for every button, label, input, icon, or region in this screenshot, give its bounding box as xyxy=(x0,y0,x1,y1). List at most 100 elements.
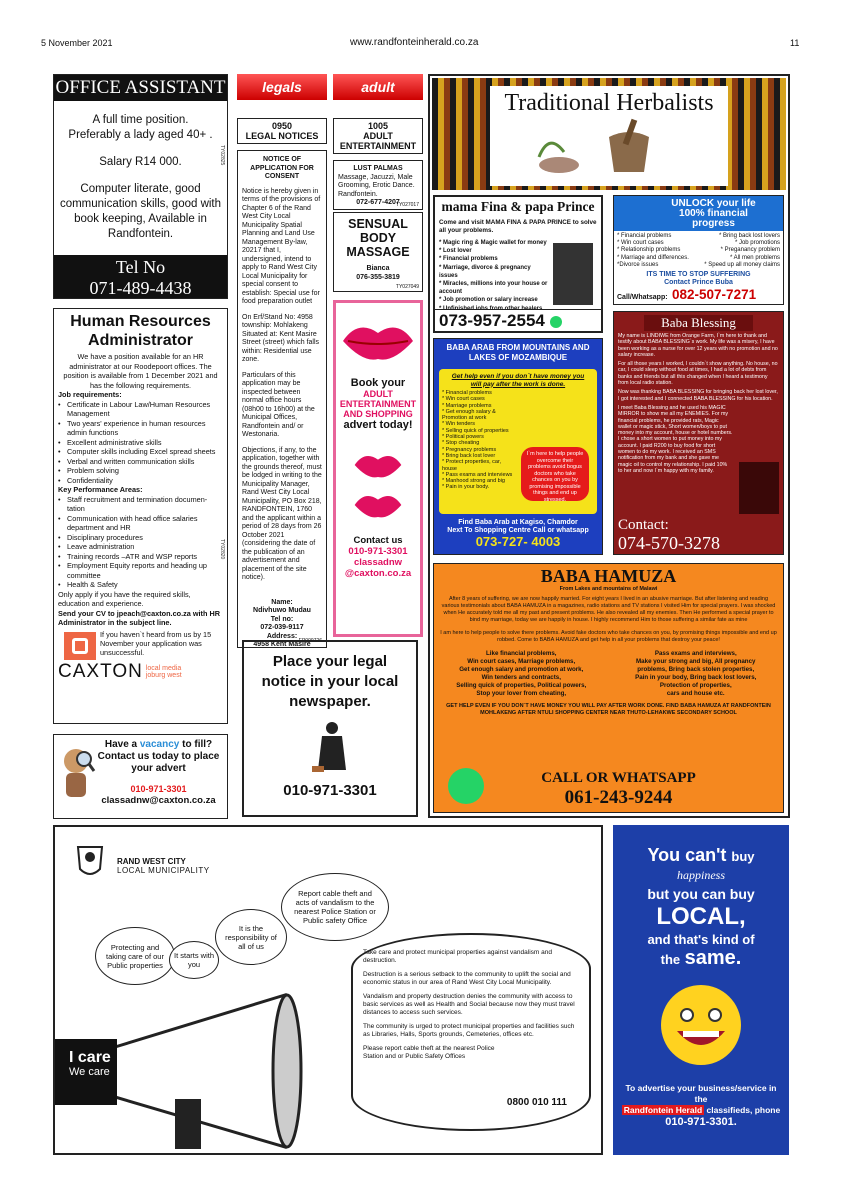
list-item: * Bring back lost lover xyxy=(442,452,496,459)
vacancy-email[interactable]: classadnw@caxton.co.za xyxy=(101,795,216,806)
legal-cat: LEGAL NOTICES xyxy=(245,131,319,141)
hamuza-phone[interactable]: 061-243-9244 xyxy=(564,787,673,808)
list-item: * Financial problems xyxy=(439,256,498,263)
hamuza-get: GET HELP EVEN IF YOU DON`T HAVE MONEY YO… xyxy=(446,703,771,709)
list-item: Health & Safety xyxy=(58,580,223,590)
list-item: Communication with head office salaries … xyxy=(58,514,223,533)
hr-title: Human Resources xyxy=(70,313,211,330)
issue-date: 5 November 2021 xyxy=(41,38,113,48)
ad-code: TY027049 xyxy=(395,284,419,290)
mama-phone[interactable]: 073-957-2554 xyxy=(439,311,545,330)
book-email[interactable]: @caxton.co.za xyxy=(344,568,412,579)
hr-kpa-list: Staff recruitment and termination docume… xyxy=(58,495,223,590)
adult-ad2-phone[interactable]: 076-355-3819 xyxy=(356,273,400,281)
rwc-text: Destruction is a serious setback to the … xyxy=(363,971,571,986)
book-text: AND SHOPPING xyxy=(343,409,413,419)
lips-icon xyxy=(336,485,420,525)
book-email[interactable]: classadnw xyxy=(353,557,403,568)
hr-intro: We have a position available for an HR a… xyxy=(63,352,218,390)
ad-code: TY027017 xyxy=(395,202,419,208)
adult-cat: ENTERTAINMENT xyxy=(339,141,417,151)
rwc-text: Vandalism and property destruction denie… xyxy=(363,993,575,1016)
rwc-bubble: Report cable theft and acts of vandalism… xyxy=(281,873,389,941)
office-ad-line: book keeping, Available in xyxy=(74,213,207,225)
list-item: * Get enough salary & Promotion at work xyxy=(442,408,496,422)
unlock-right-list: * Bring back lost lovers* Job promotions… xyxy=(699,233,780,269)
rwc-icare: I care xyxy=(69,1049,111,1066)
place-text: newspaper. xyxy=(289,693,371,710)
whatsapp-icon[interactable] xyxy=(448,768,484,804)
adult-column: adult 1005 ADULT ENTERTAINMENT LUST PALM… xyxy=(333,74,423,637)
hr-unsuccessful: If you haven`t heard from us by 15 Novem… xyxy=(100,629,212,657)
list-item: * Preganancy problem xyxy=(720,247,780,254)
list-item: * Manhood strong and big xyxy=(442,478,505,485)
caxton-sub: local media xyxy=(145,664,182,672)
vacancy-phone[interactable]: 010-971-3301 xyxy=(130,784,187,794)
arab-find: Next To Shopping Centre Call or whatsapp xyxy=(447,527,589,534)
buy-local-promo: You can't buy happiness but you can buy … xyxy=(613,825,789,1155)
blessing-paragraph: For all those years I worked, I couldn`t… xyxy=(618,361,778,387)
rwc-text: Please report cable theft at the nearest… xyxy=(363,1045,495,1060)
book-text: advert today! xyxy=(343,419,413,431)
local-phone[interactable]: 010-971-3301. xyxy=(665,1116,737,1128)
blessing-paragraph: I meet Baba Blessing and he used his MAG… xyxy=(618,404,733,474)
coat-of-arms-icon xyxy=(73,841,107,881)
list-item: Disciplinary procedures xyxy=(58,533,223,543)
list-item: * Marriage, divorce & pregnancy issues xyxy=(439,264,531,279)
place-phone[interactable]: 010-971-3301 xyxy=(283,782,377,799)
local-paper: Randfontein Herald xyxy=(621,1105,705,1115)
blessing-title: Baba Blessing xyxy=(644,315,753,331)
book-contact: Contact us xyxy=(353,535,403,546)
adult-ad-title: LUST PALMAS xyxy=(353,165,403,172)
list-item: Problem solving xyxy=(58,466,223,476)
rwc-phone[interactable]: 0800 010 111 xyxy=(506,1097,567,1108)
book-text: ENTERTAINMENT xyxy=(339,399,417,409)
list-item: Two years' experience in human resources… xyxy=(58,419,223,438)
list-item: Leave administration xyxy=(58,542,223,552)
legals-column: legals 0950 LEGAL NOTICES NOTICE OF APPL… xyxy=(237,74,327,648)
arab-bubble: I`m here to help people overcome their p… xyxy=(521,447,589,503)
adult-ad-phone[interactable]: 072-677-4207 xyxy=(356,199,400,206)
site-url[interactable]: www.randfonteinherald.co.za xyxy=(350,37,479,48)
unlock-title: UNLOCK your life xyxy=(671,198,756,209)
rwc-text: The community is urged to protect munici… xyxy=(363,1023,575,1038)
mama-fina-ad: mama Fina & papa Prince Come and visit M… xyxy=(433,195,603,333)
arab-phone[interactable]: 073-727- 4003 xyxy=(475,534,561,549)
whatsapp-icon xyxy=(549,315,562,328)
local-text: You can't xyxy=(647,845,727,865)
adult-banner: adult xyxy=(333,74,423,100)
blessing-paragraph: My name is LINDIWE from Orange Farm, I`m… xyxy=(618,333,778,358)
list-item: Certificate in Labour Law/Human Resource… xyxy=(58,400,223,419)
mortar-icon xyxy=(490,117,728,177)
smiley-icon xyxy=(614,979,788,1071)
book-phone[interactable]: 010-971-3301 xyxy=(348,546,408,557)
book-text: Book your xyxy=(350,377,406,389)
hr-requirements-list: Certificate in Labour Law/Human Resource… xyxy=(58,400,223,486)
rwc-icare: We care xyxy=(69,1066,110,1078)
list-item: Training records –ATR and WSP reports xyxy=(58,552,223,562)
office-ad-phone[interactable]: 071-489-4438 xyxy=(89,278,192,298)
legal-paragraph: Objections, if any, to the application, … xyxy=(242,446,322,582)
blessing-phone[interactable]: 074-570-3278 xyxy=(618,533,720,553)
lips-icon xyxy=(336,311,420,371)
list-item: * All men problems xyxy=(729,254,780,261)
unlock-phone[interactable]: 082-507-7271 xyxy=(672,287,757,303)
list-item: * Job promotion or salary increase xyxy=(439,297,538,304)
legal-paragraph: Particulars of this application may be i… xyxy=(242,371,315,439)
local-adv: classifieds, phone xyxy=(706,1105,781,1115)
list-item: Computer skills including Excel spread s… xyxy=(58,447,223,457)
list-item: * Marriage and differences. xyxy=(617,254,689,261)
hr-administrator-ad: Human Resources Administrator We have a … xyxy=(53,308,228,724)
local-text: buy xyxy=(731,849,755,864)
local-text: and that's kind of xyxy=(647,932,755,947)
office-ad-tel-label: Tel No xyxy=(115,257,166,277)
vacancy-promo: Have a vacancy to fill? Contact us today… xyxy=(53,734,228,819)
list-item: * Speed up all money claims xyxy=(704,261,780,268)
local-text: same. xyxy=(684,947,742,969)
prince-photo-icon xyxy=(553,243,593,305)
vacancy-text: your advert xyxy=(131,763,186,774)
hr-send[interactable]: Send your CV to jpeach@caxton.co.za with… xyxy=(58,608,220,628)
office-ad-title: OFFICE ASSISTANT xyxy=(54,75,227,101)
baba-hamuza-ad: BABA HAMUZA From Lakes and mountains of … xyxy=(433,563,784,813)
list-item: Get enough salary and promotion at work, xyxy=(459,666,584,673)
